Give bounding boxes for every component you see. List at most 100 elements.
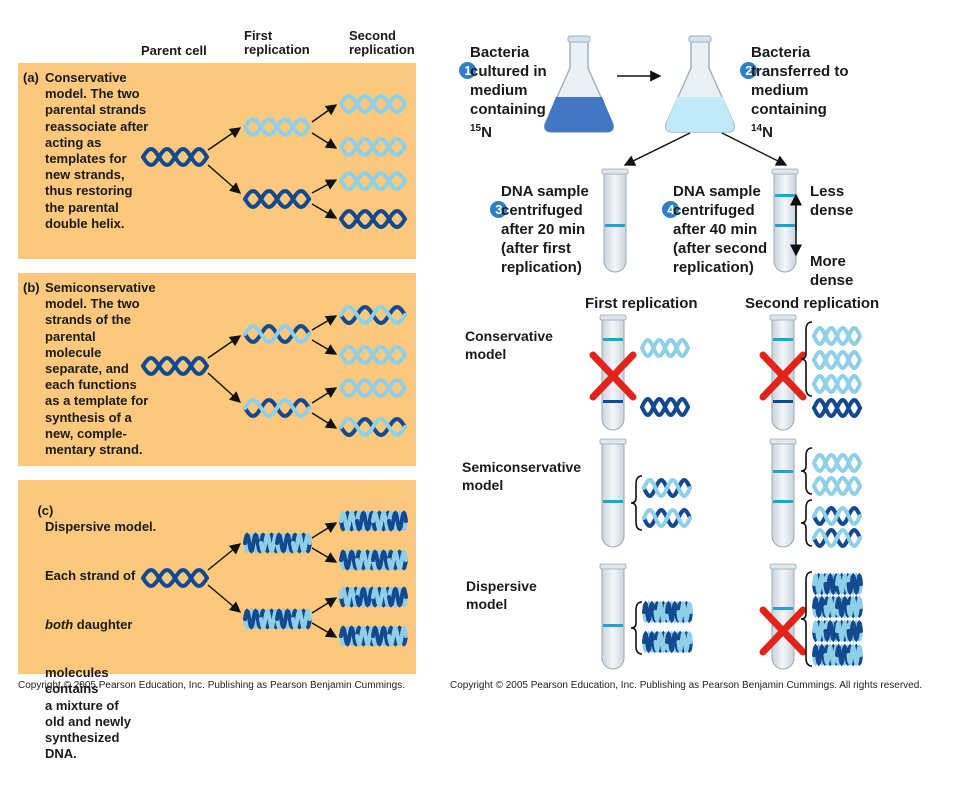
result-helix-cons-second-4 xyxy=(812,397,862,419)
parent-helix-a xyxy=(141,146,209,168)
brace-disp-first xyxy=(630,601,643,655)
brace-semi-first xyxy=(630,475,643,531)
result-helix-semi-second-4 xyxy=(812,527,862,549)
col-first-replication: First replication xyxy=(585,295,698,312)
tube-dispersive-second xyxy=(769,563,797,670)
second-rep-helix-a4 xyxy=(339,208,407,230)
result-helix-disp-second-1 xyxy=(812,572,863,596)
result-helix-disp-second-2 xyxy=(812,595,863,619)
arrow-a6 xyxy=(311,203,338,219)
first-rep-helix-c2 xyxy=(243,608,312,630)
dna-band xyxy=(603,400,623,403)
result-helix-cons-second-3 xyxy=(812,373,862,395)
arrow-c6 xyxy=(311,622,338,638)
first-rep-helix-b2 xyxy=(243,397,311,419)
arrow-a3 xyxy=(311,104,338,123)
result-helix-cons-first-light xyxy=(640,337,690,359)
brace-semi-second-bottom xyxy=(800,499,813,547)
brace-cons-second xyxy=(800,321,813,397)
parent-helix-b xyxy=(141,355,209,377)
dna-band xyxy=(605,224,625,227)
copyright-left: Copyright © 2005 Pearson Education, Inc.… xyxy=(18,680,406,691)
dna-band xyxy=(603,624,623,627)
result-helix-semi-first-1 xyxy=(642,477,692,499)
flask-15N xyxy=(543,35,615,133)
second-rep-helix-c4 xyxy=(339,625,408,647)
row-semiconservative-label: Semiconservative model xyxy=(462,459,582,493)
arrow-c4 xyxy=(311,547,338,563)
header-parent-cell: Parent cell xyxy=(141,43,207,58)
cross-dispersive-second xyxy=(759,606,807,656)
result-helix-cons-first-dark xyxy=(640,396,690,418)
result-helix-cons-second-2 xyxy=(812,349,862,371)
first-rep-helix-a2 xyxy=(243,188,311,210)
first-rep-helix-c1 xyxy=(243,532,312,554)
arrow-b1 xyxy=(207,335,242,359)
second-rep-helix-c1 xyxy=(339,510,408,532)
tube-semiconservative-second xyxy=(769,438,797,548)
step-2-number: 2 xyxy=(740,62,758,79)
arrow-b4 xyxy=(311,339,338,355)
parent-helix-c xyxy=(141,567,209,589)
arrow-c3 xyxy=(311,522,338,539)
result-helix-semi-second-3 xyxy=(812,505,862,527)
dna-band xyxy=(603,338,623,341)
arrow-b2 xyxy=(207,372,242,403)
col-second-replication: Second replication xyxy=(745,295,880,312)
result-helix-semi-second-1 xyxy=(812,452,862,474)
step-3-number: 3 xyxy=(490,201,508,218)
arrow-to-tube-3 xyxy=(623,132,691,166)
panel-conservative-text: (a) Conservative model. The two parental… xyxy=(23,70,149,231)
arrow-c5 xyxy=(311,597,338,614)
dna-band xyxy=(773,500,793,503)
step-1-number: 1 xyxy=(459,62,477,79)
more-dense-label: More dense xyxy=(810,253,854,289)
row-conservative-label: Conservative model xyxy=(465,328,553,362)
arrow-a1 xyxy=(207,127,242,151)
header-first-replication: First replication xyxy=(244,28,310,57)
arrow-to-tube-4 xyxy=(721,132,788,166)
first-rep-helix-b1 xyxy=(243,323,311,345)
flask-14N xyxy=(664,35,736,133)
first-rep-helix-a1 xyxy=(243,116,311,138)
second-rep-helix-c2 xyxy=(339,549,408,571)
brace-disp-second xyxy=(800,571,813,667)
panel-semiconservative-text: (b) Semiconservative model. The two stra… xyxy=(23,280,156,458)
dna-band xyxy=(773,400,793,403)
second-rep-helix-a2 xyxy=(339,136,407,158)
result-helix-disp-second-4 xyxy=(812,643,863,667)
cross-conservative-second xyxy=(759,351,807,401)
dna-band xyxy=(773,470,793,473)
copyright-right: Copyright © 2005 Pearson Education, Inc.… xyxy=(450,680,923,691)
arrow-a2 xyxy=(207,164,242,194)
result-helix-semi-first-2 xyxy=(642,507,692,529)
diagram-graphics xyxy=(141,35,863,670)
second-rep-helix-b1 xyxy=(339,304,407,326)
result-helix-cons-second-1 xyxy=(812,325,862,347)
arrow-a5 xyxy=(311,179,338,194)
second-rep-helix-a3 xyxy=(339,170,407,192)
tube-dispersive-first xyxy=(599,563,627,670)
dna-band xyxy=(775,194,795,197)
brace-semi-second-top xyxy=(800,447,813,495)
arrow-b5 xyxy=(311,387,338,404)
dna-band xyxy=(775,224,795,227)
arrow-c1 xyxy=(207,543,242,571)
second-rep-helix-a1 xyxy=(339,93,407,115)
arrow-b3 xyxy=(311,315,338,331)
row-dispersive-label: Dispersive model xyxy=(466,578,537,612)
second-rep-helix-c3 xyxy=(339,586,408,608)
arrow-b6 xyxy=(311,412,338,429)
dna-band xyxy=(603,500,623,503)
tube-20min xyxy=(601,168,629,273)
result-helix-disp-first-1 xyxy=(642,600,693,624)
result-helix-disp-second-3 xyxy=(812,619,863,643)
tube-semiconservative-first xyxy=(599,438,627,548)
second-rep-helix-b3 xyxy=(339,377,407,399)
less-dense-label: Less dense xyxy=(810,183,854,219)
left-helices-and-arrows xyxy=(141,93,408,647)
